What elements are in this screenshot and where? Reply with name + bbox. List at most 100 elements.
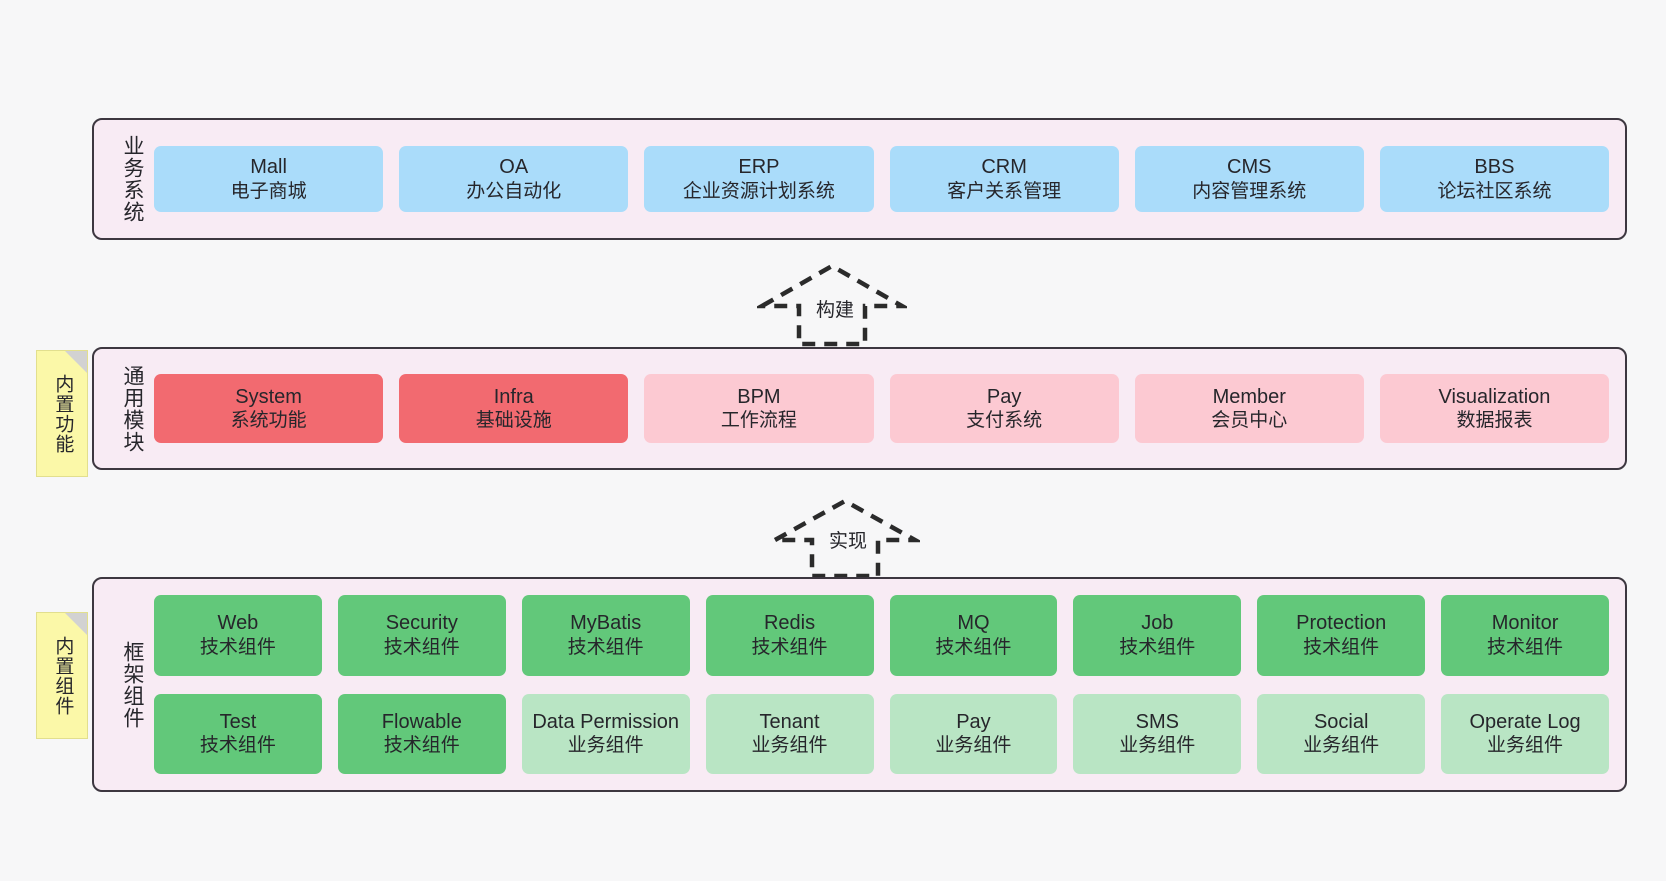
card-mall-desc: 电子商城 [230, 180, 307, 202]
card-data-permission-name: Data Permission [532, 710, 680, 733]
card-test[interactable]: Test 技术组件 [154, 693, 322, 774]
card-security-desc: 技术组件 [383, 636, 460, 658]
arrow-realize: 实现 [770, 495, 920, 580]
framework-components-card-list: Web 技术组件 Security 技术组件 MyBatis 技术组件 Redi… [148, 579, 1625, 790]
card-test-name: Test [219, 710, 257, 733]
card-data-permission-desc: 业务组件 [567, 735, 644, 757]
card-tenant-desc: 业务组件 [751, 735, 828, 757]
card-cms[interactable]: CMS 内容管理系统 [1134, 146, 1364, 212]
card-protection[interactable]: Protection 技术组件 [1257, 595, 1426, 676]
card-oa-desc: 办公自动化 [466, 180, 562, 202]
card-cms-desc: 内容管理系统 [1192, 180, 1307, 202]
arrow-build-shape [757, 263, 907, 347]
card-system-desc: 系统功能 [230, 410, 307, 432]
card-member[interactable]: Member 会员中心 [1134, 374, 1364, 443]
card-visualization[interactable]: Visualization 数据报表 [1379, 374, 1610, 443]
card-operate-log[interactable]: Operate Log 业务组件 [1441, 693, 1609, 774]
card-erp-desc: 企业资源计划系统 [682, 180, 835, 202]
layer-framework-components: 框架组件 Web 技术组件 Security 技术组件 MyBatis 技术组件… [92, 577, 1627, 792]
card-pay-component[interactable]: Pay 业务组件 [889, 693, 1058, 774]
card-social-desc: 业务组件 [1303, 735, 1380, 757]
card-web[interactable]: Web 技术组件 [154, 595, 322, 676]
card-job[interactable]: Job 技术组件 [1073, 595, 1242, 676]
arrow-realize-label: 实现 [826, 526, 871, 553]
card-mybatis-name: MyBatis [570, 612, 642, 635]
card-bbs-desc: 论坛社区系统 [1437, 180, 1552, 202]
layer-title-common-modules: 通用模块 [121, 364, 144, 453]
card-bbs[interactable]: BBS 论坛社区系统 [1379, 146, 1610, 212]
card-mybatis[interactable]: MyBatis 技术组件 [521, 595, 690, 676]
sticky-note-builtin-function: 内置功能 [36, 350, 88, 477]
card-visualization-name: Visualization [1438, 385, 1551, 408]
card-pay-component-name: Pay [956, 710, 991, 733]
card-redis-name: Redis [763, 612, 816, 635]
card-member-desc: 会员中心 [1211, 410, 1288, 432]
card-mall[interactable]: Mall 电子商城 [154, 146, 384, 212]
card-erp[interactable]: ERP 企业资源计划系统 [644, 146, 874, 212]
card-pay-component-desc: 业务组件 [935, 735, 1012, 757]
common-modules-card-list: System 系统功能 Infra 基础设施 BPM 工作流程 Pay 支付系统… [148, 349, 1625, 468]
card-mq-name: MQ [957, 612, 990, 635]
card-crm-name: CRM [981, 156, 1027, 179]
card-tenant[interactable]: Tenant 业务组件 [705, 693, 874, 774]
card-oa[interactable]: OA 办公自动化 [399, 146, 629, 212]
page-fold-icon [65, 613, 87, 635]
card-protection-desc: 技术组件 [1303, 636, 1380, 658]
card-redis[interactable]: Redis 技术组件 [705, 595, 874, 676]
card-visualization-desc: 数据报表 [1456, 410, 1533, 432]
card-erp-name: ERP [738, 156, 780, 179]
card-mybatis-desc: 技术组件 [567, 636, 644, 658]
card-cms-name: CMS [1227, 156, 1272, 179]
card-job-name: Job [1141, 612, 1174, 635]
card-sms-name: SMS [1135, 710, 1179, 733]
card-bpm[interactable]: BPM 工作流程 [644, 374, 874, 443]
framework-components-row-2: Test 技术组件 Flowable 技术组件 Data Permission … [154, 693, 1609, 774]
card-operate-log-desc: 业务组件 [1487, 735, 1564, 757]
card-web-name: Web [217, 612, 259, 635]
card-pay-module-name: Pay [986, 385, 1022, 408]
layer-title-framework-components: 框架组件 [121, 640, 144, 729]
layer-common-modules: 通用模块 System 系统功能 Infra 基础设施 BPM 工作流程 Pay… [92, 347, 1627, 470]
card-social[interactable]: Social 业务组件 [1257, 693, 1426, 774]
card-security[interactable]: Security 技术组件 [337, 595, 506, 676]
sticky-note-builtin-function-label: 内置功能 [52, 373, 74, 454]
card-sms[interactable]: SMS 业务组件 [1073, 693, 1242, 774]
card-system[interactable]: System 系统功能 [154, 374, 384, 443]
card-pay-module-desc: 支付系统 [966, 410, 1043, 432]
card-tenant-name: Tenant [759, 710, 820, 733]
card-monitor-desc: 技术组件 [1487, 636, 1564, 658]
card-job-desc: 技术组件 [1119, 636, 1196, 658]
sticky-note-builtin-component: 内置组件 [36, 612, 88, 739]
arrow-build: 构建 [757, 258, 907, 348]
card-infra-desc: 基础设施 [475, 410, 552, 432]
card-flowable[interactable]: Flowable 技术组件 [337, 693, 506, 774]
card-monitor[interactable]: Monitor 技术组件 [1441, 595, 1609, 676]
card-flowable-name: Flowable [381, 710, 462, 733]
layer-business-systems: 业务系统 Mall 电子商城 OA 办公自动化 ERP 企业资源计划系统 CRM… [92, 118, 1627, 240]
card-bbs-name: BBS [1474, 156, 1515, 179]
card-infra[interactable]: Infra 基础设施 [399, 374, 629, 443]
card-flowable-desc: 技术组件 [383, 735, 460, 757]
arrow-build-label: 构建 [813, 295, 858, 322]
arrow-realize-shape [770, 498, 920, 579]
card-social-name: Social [1313, 710, 1369, 733]
card-bpm-name: BPM [737, 385, 781, 408]
card-crm-desc: 客户关系管理 [947, 180, 1062, 202]
card-monitor-name: Monitor [1491, 612, 1559, 635]
card-pay-module[interactable]: Pay 支付系统 [889, 374, 1119, 443]
card-redis-desc: 技术组件 [751, 636, 828, 658]
card-mq[interactable]: MQ 技术组件 [889, 595, 1058, 676]
sticky-note-builtin-component-label: 内置组件 [52, 635, 74, 716]
card-oa-name: OA [499, 156, 529, 179]
card-operate-log-name: Operate Log [1469, 710, 1581, 733]
framework-components-row-1: Web 技术组件 Security 技术组件 MyBatis 技术组件 Redi… [154, 595, 1609, 676]
card-sms-desc: 业务组件 [1119, 735, 1196, 757]
layer-title-business-systems: 业务系统 [121, 135, 144, 223]
page-fold-icon [65, 351, 87, 373]
business-systems-card-list: Mall 电子商城 OA 办公自动化 ERP 企业资源计划系统 CRM 客户关系… [148, 120, 1625, 238]
card-web-desc: 技术组件 [199, 636, 276, 658]
card-crm[interactable]: CRM 客户关系管理 [889, 146, 1119, 212]
card-mall-name: Mall [250, 156, 287, 179]
card-data-permission[interactable]: Data Permission 业务组件 [521, 693, 690, 774]
